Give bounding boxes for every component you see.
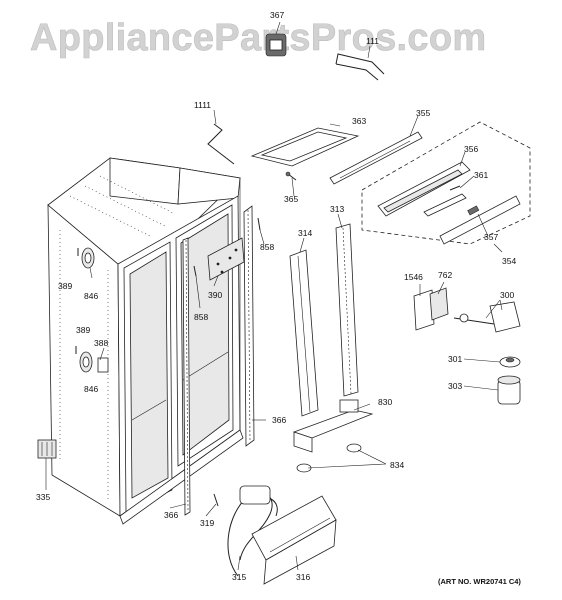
screw-858-upper (257, 217, 261, 231)
label-367: 367 (270, 10, 284, 20)
part-301-cap (499, 356, 521, 368)
leader-lines (45, 21, 503, 571)
label-1546: 1546 (404, 272, 423, 282)
screw-858-lower (193, 265, 197, 277)
label-319: 319 (200, 518, 214, 528)
part-1546-bracket (413, 289, 435, 331)
part-834-foot-right (346, 443, 362, 453)
assembly-354-outline (361, 121, 531, 245)
part-303-filter-head (497, 375, 521, 405)
label-335: 335 (36, 492, 50, 502)
label-355: 355 (416, 108, 430, 118)
part-762-housing (429, 287, 449, 321)
label-1111: 1111 (194, 100, 211, 110)
hinge-846-lower (75, 346, 109, 373)
part-355-bar (329, 131, 423, 185)
label-389-lower: 389 (76, 325, 90, 335)
label-356: 356 (464, 144, 478, 154)
label-389-upper: 389 (58, 281, 72, 291)
part-390-plate (207, 237, 245, 281)
part-111-bracket (335, 53, 385, 81)
label-388: 388 (94, 338, 108, 348)
part-356-housing (377, 161, 471, 217)
label-354: 354 (502, 256, 516, 266)
control-board (423, 193, 467, 217)
label-303: 303 (448, 381, 462, 391)
label-846-lower: 846 (84, 384, 98, 394)
label-111: 111 (366, 36, 379, 46)
label-361: 361 (474, 170, 488, 180)
label-762: 762 (438, 270, 452, 280)
label-300: 300 (500, 290, 514, 300)
part-313-channel (335, 223, 359, 397)
part-367-clip (265, 33, 287, 57)
label-315: 315 (232, 572, 246, 582)
label-366-right: 366 (272, 415, 286, 425)
part-363-frame (250, 127, 360, 167)
part-361-screw (449, 185, 461, 191)
label-858-upper: 858 (260, 242, 274, 252)
part-335-grille (37, 439, 57, 459)
part-1111-rod (207, 123, 235, 165)
label-366-left: 366 (164, 510, 178, 520)
label-858-lower: 858 (194, 312, 208, 322)
label-830: 830 (378, 397, 392, 407)
watermark-text: AppliancePartsPros.com (30, 17, 486, 59)
part-labels: 367 111 1111 363 355 356 361 365 313 314… (36, 10, 516, 582)
part-357-panel (439, 195, 521, 245)
label-314: 314 (298, 228, 312, 238)
part-316-cover (251, 495, 337, 585)
part-830-bracket (292, 399, 374, 453)
part-314-channel (289, 249, 319, 417)
label-390: 390 (208, 290, 222, 300)
part-319-screw (213, 493, 219, 507)
label-313: 313 (330, 204, 344, 214)
art-number: (ART NO. WR20741 C4) (438, 577, 521, 586)
refrigerator-case (47, 157, 244, 525)
part-365-screw (285, 171, 297, 181)
label-357: 357 (484, 232, 498, 242)
label-365: 365 (284, 194, 298, 204)
trim-strip-right (243, 205, 255, 447)
label-834: 834 (390, 460, 404, 470)
label-846-upper: 846 (84, 291, 98, 301)
hinge-846-upper (77, 247, 95, 269)
label-316: 316 (296, 572, 310, 582)
mullion-strip-left (182, 237, 191, 516)
label-301: 301 (448, 354, 462, 364)
part-300-valve (453, 301, 521, 333)
label-363: 363 (352, 116, 366, 126)
